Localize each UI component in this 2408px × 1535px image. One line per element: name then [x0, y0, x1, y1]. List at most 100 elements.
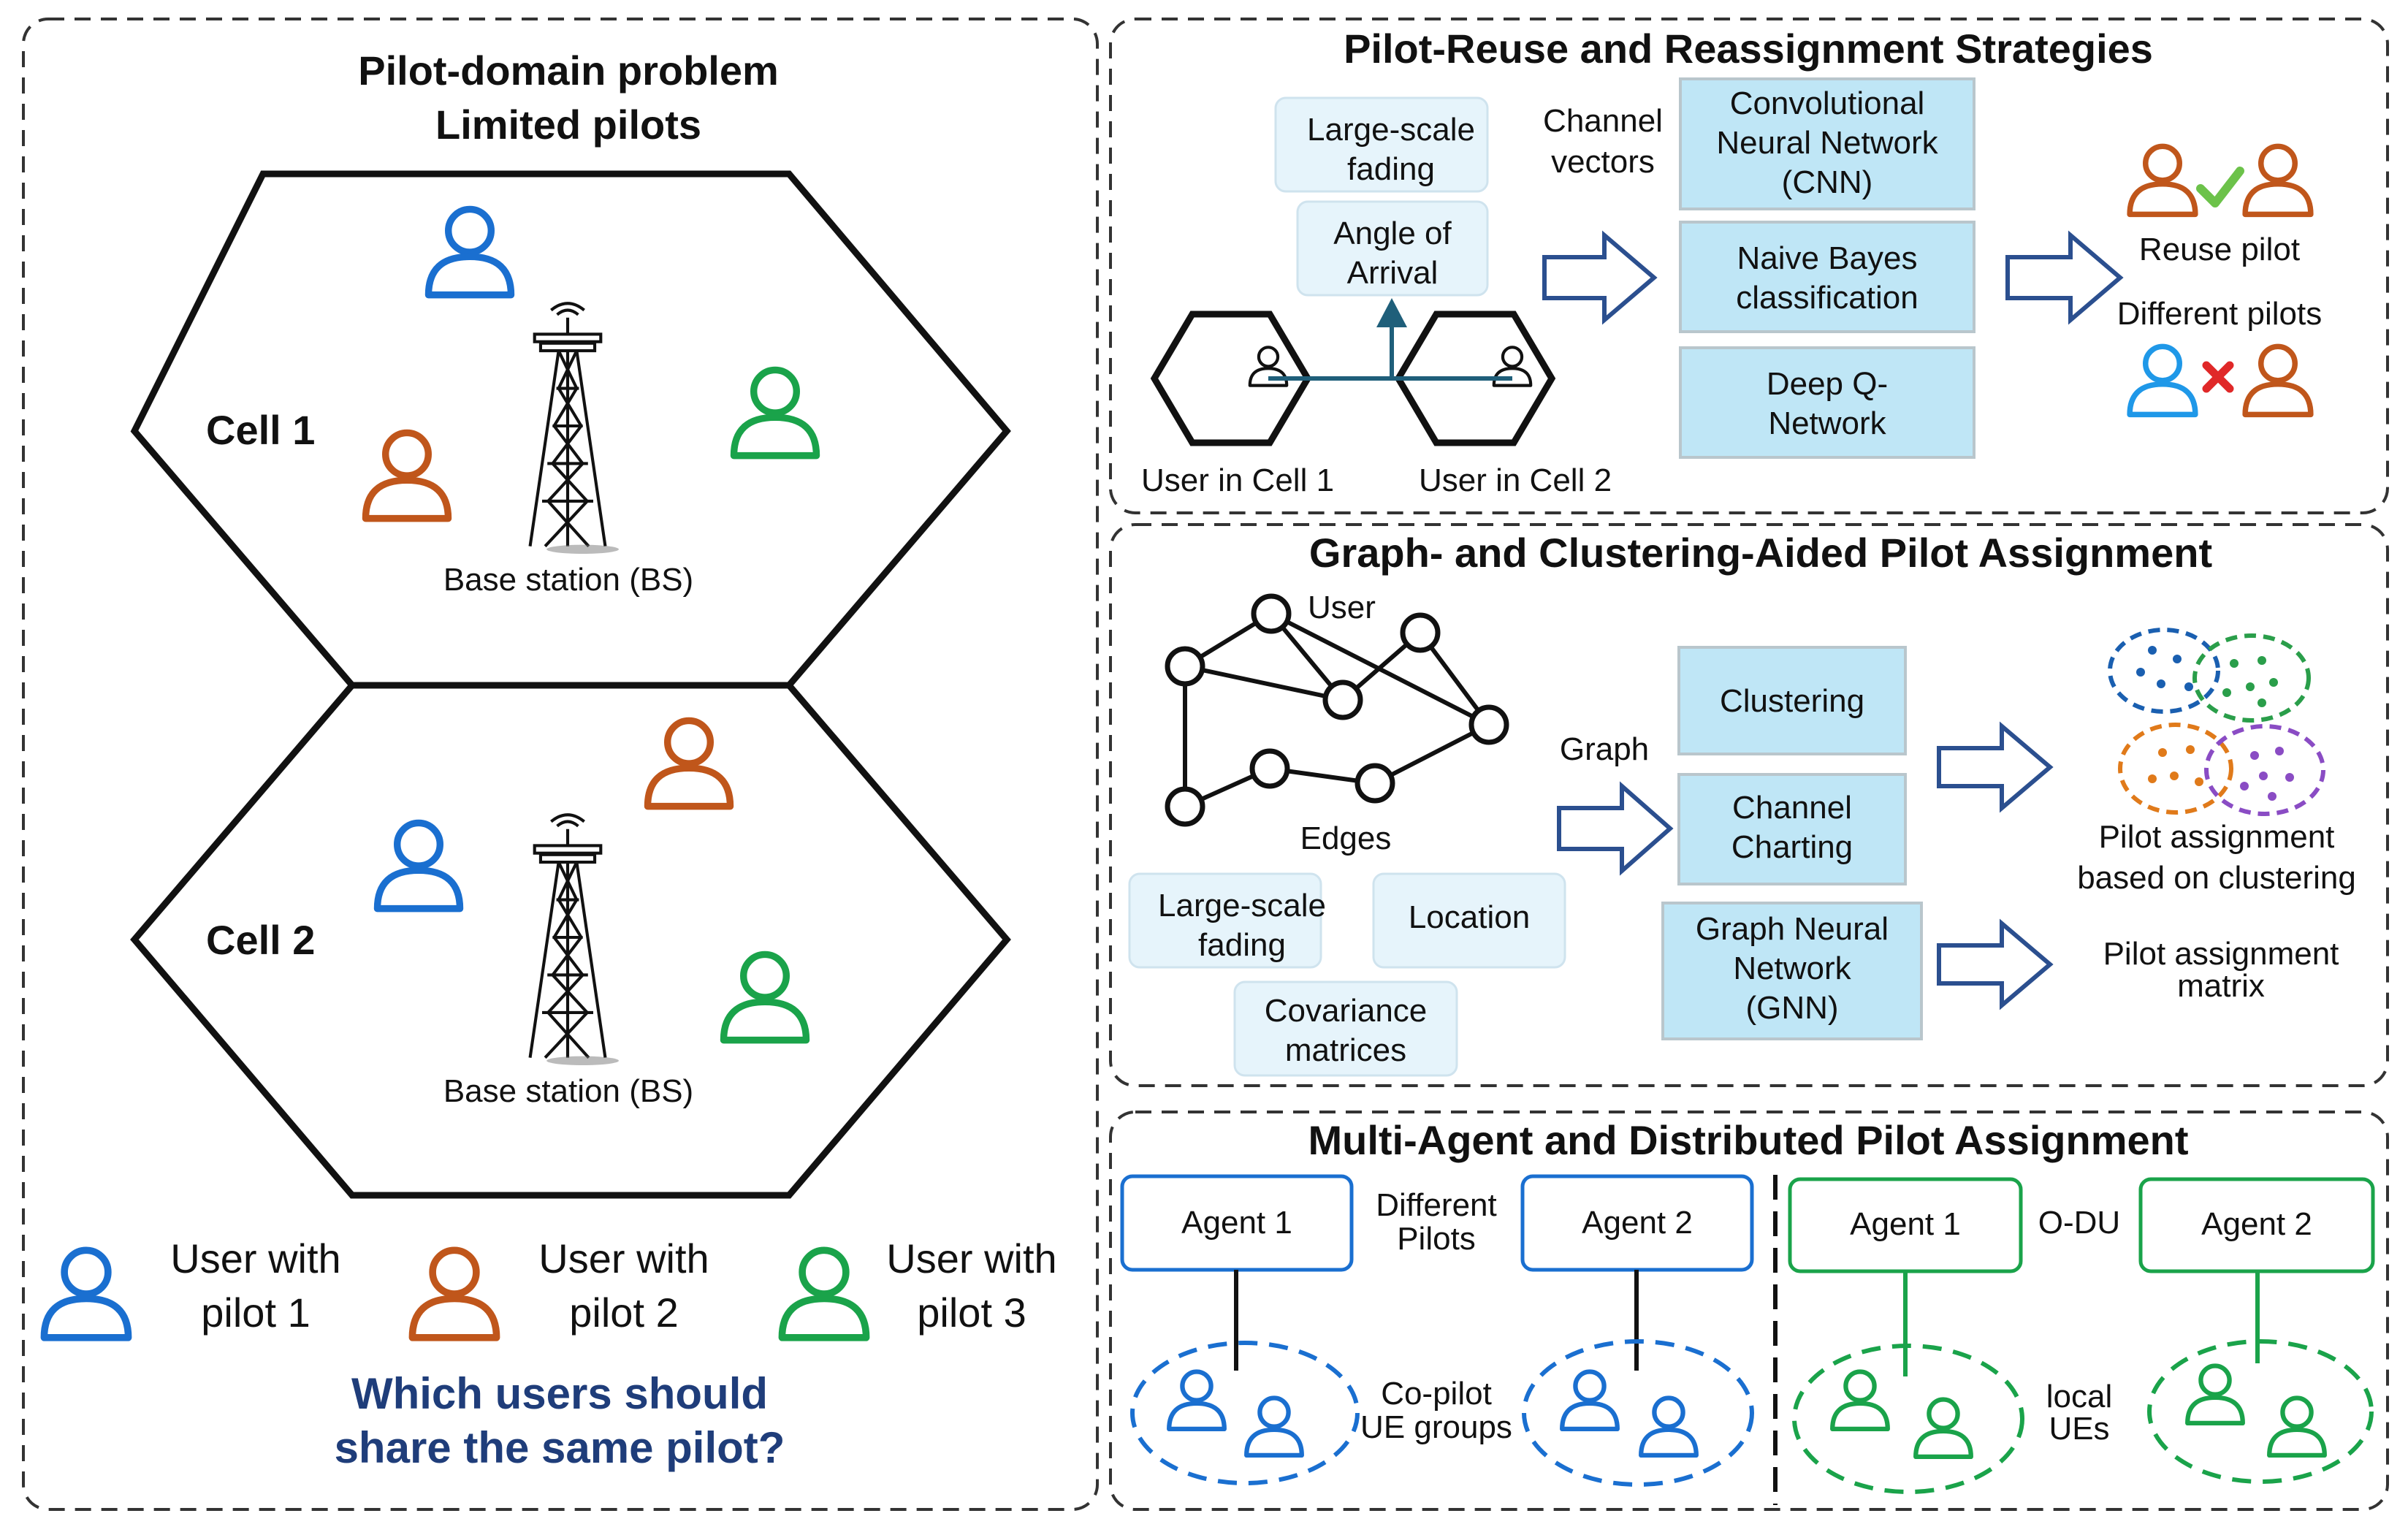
panel3-frame [1109, 1111, 2389, 1511]
left-panel-frame [22, 18, 1099, 1511]
deep-q-network-line2: Network [1768, 405, 1886, 441]
panel1-arrow-out [2005, 230, 2124, 325]
feature-covariance-line1: Covariance [1265, 993, 1428, 1029]
different-pilots-line1: Different [1376, 1187, 1497, 1223]
graph-node [1249, 748, 1290, 789]
ue-icon [1246, 1398, 1302, 1455]
agent2-label-blue: Agent 2 [1582, 1205, 1693, 1241]
result-matrix-line1: Pilot assignment [2103, 936, 2339, 972]
reuse-user-a-icon [2130, 146, 2195, 214]
graph-nodes [1165, 593, 1509, 827]
panel1-frame [1109, 18, 2389, 514]
local-ue-group-left [1792, 1344, 2024, 1494]
legend-pilot1-line1: User with [170, 1235, 340, 1281]
ue-icon [2269, 1398, 2325, 1455]
panel2-arrow-cluster [1937, 721, 2054, 813]
feature-arrow-head [1376, 298, 1407, 327]
result-matrix-line2: matrix [2177, 968, 2265, 1004]
user-cell1-hexagon [1150, 311, 1312, 446]
different-pilots-label: Different pilots [2117, 296, 2322, 332]
user-in-cell1-label: User in Cell 1 [1141, 462, 1334, 498]
base-station-tower-icon [530, 815, 619, 1065]
cluster-blue [2108, 628, 2220, 714]
channel-vectors-line2: vectors [1551, 144, 1655, 180]
graph-node [1165, 646, 1205, 687]
feature-location-box [1372, 872, 1566, 969]
user-pilot3-icon [734, 370, 817, 455]
different-pilots-line2: Pilots [1397, 1221, 1476, 1257]
legend-pilot3-line2: pilot 3 [917, 1290, 1026, 1336]
feature-angle-of-arrival-line2: Arrival [1347, 255, 1439, 291]
ue-icon [1916, 1400, 1971, 1457]
cell2-hexagon [130, 682, 1011, 1199]
cell2-label: Cell 2 [206, 917, 315, 963]
graph-edges-label: Edges [1300, 820, 1392, 856]
ue-icon [1832, 1372, 1888, 1429]
question-line1: Which users should [351, 1369, 768, 1418]
gnn-line3: (GNN) [1745, 990, 1838, 1026]
naive-bayes-line1: Naive Bayes [1737, 240, 1917, 276]
cross-icon [2202, 361, 2234, 393]
user-pilot1-icon [378, 823, 460, 908]
graph-node [1251, 593, 1292, 634]
gnn-box [1661, 902, 1923, 1040]
panel3-title: Multi-Agent and Distributed Pilot Assign… [1308, 1117, 2188, 1163]
graph-node [1354, 763, 1395, 804]
feature-large-scale-fading-box [1274, 96, 1489, 193]
graph-node [1322, 679, 1363, 720]
bs-label-cell1: Base station (BS) [443, 562, 693, 598]
cluster-orange [2118, 723, 2233, 815]
cell1-label: Cell 1 [206, 407, 315, 453]
legend-pilot2-line2: pilot 2 [569, 1290, 678, 1336]
user-pilot1-icon [429, 209, 511, 294]
deep-q-network-line1: Deep Q- [1767, 366, 1888, 402]
clustering-text: Clustering [1720, 683, 1864, 719]
graph-user-label: User [1308, 590, 1376, 625]
copilot-line2: UE groups [1360, 1409, 1512, 1445]
user-pilot2-icon [366, 433, 449, 518]
result-cluster-line2: based on clustering [2077, 860, 2356, 896]
cnn-line1: Convolutional [1730, 85, 1925, 121]
different-user-a-icon [2130, 346, 2195, 414]
left-title-line1: Pilot-domain problem [358, 47, 779, 94]
legend-pilot1-line2: pilot 1 [201, 1290, 310, 1336]
odu-label: O-DU [2038, 1205, 2120, 1241]
agent1-label-green: Agent 1 [1850, 1206, 1961, 1242]
cluster-purple [2204, 724, 2325, 816]
different-user-b-icon [2245, 346, 2311, 414]
agent1-label-blue: Agent 1 [1181, 1205, 1292, 1241]
ue-icon [2187, 1366, 2243, 1423]
cnn-line2: Neural Network [1716, 125, 1938, 161]
panel1-title: Pilot-Reuse and Reassignment Strategies [1344, 26, 2153, 72]
feature-large-scale-fading-line1: Large-scale [1307, 112, 1475, 148]
feature-covariance-box [1233, 980, 1458, 1077]
user-pilot3-icon [724, 954, 807, 1040]
panel2-arrow-in [1557, 781, 1674, 876]
user-in-cell2-label: User in Cell 2 [1419, 462, 1612, 498]
graph-node [1468, 704, 1509, 745]
copilot-line1: Co-pilot [1381, 1376, 1492, 1412]
naive-bayes-line2: classification [1736, 280, 1918, 316]
result-cluster-line1: Pilot assignment [2099, 819, 2335, 855]
panel1-arrow-in [1542, 230, 1658, 325]
legend-pilot3-icon [782, 1250, 866, 1337]
cluster-ellipses [2108, 628, 2325, 816]
channel-charting-line1: Channel [1732, 790, 1852, 826]
graph-node [1165, 786, 1205, 827]
feature-covariance-line2: matrices [1285, 1032, 1406, 1068]
local-ue-group-right [2147, 1339, 2374, 1484]
left-title-line2: Limited pilots [435, 102, 701, 148]
feature-angle-of-arrival-line1: Angle of [1333, 216, 1452, 251]
deep-q-network-box [1679, 346, 1975, 459]
gnn-line1: Graph Neural [1696, 911, 1889, 947]
feature-fading-line1: Large-scale [1158, 888, 1326, 923]
feature-angle-of-arrival-box [1296, 200, 1489, 297]
channel-charting-line2: Charting [1731, 829, 1853, 865]
bs-label-cell2: Base station (BS) [443, 1073, 693, 1109]
agent2-label-green: Agent 2 [2201, 1206, 2312, 1242]
copilot-group-left [1130, 1341, 1360, 1485]
cnn-line3: (CNN) [1782, 164, 1873, 200]
legend-pilot1-icon [44, 1250, 128, 1337]
graph-node [1400, 612, 1441, 653]
